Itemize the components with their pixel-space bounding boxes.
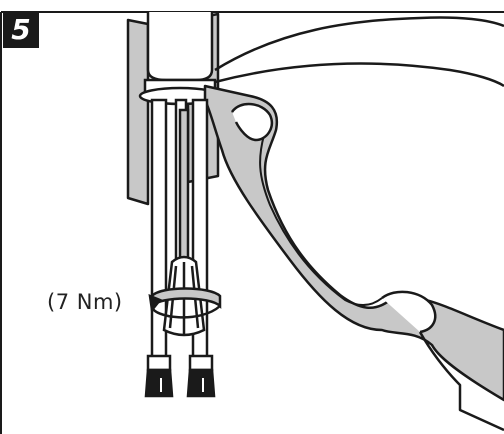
sink-basin: [203, 16, 504, 432]
torque-annotation: (7 Nm): [47, 290, 123, 314]
step-number-badge: 5: [3, 12, 39, 48]
frame-border: [0, 11, 504, 434]
hose-fittings: [144, 354, 216, 398]
faucet-body: [138, 12, 222, 106]
rotation-arrow-icon: [148, 287, 222, 319]
